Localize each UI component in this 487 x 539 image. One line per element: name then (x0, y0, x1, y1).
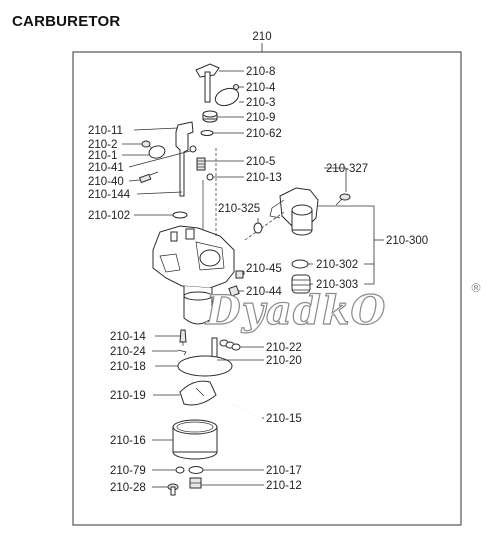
label-210-1: 210-1 (88, 150, 117, 162)
label-210-8: 210-8 (246, 66, 275, 78)
drain-screw-part (167, 483, 179, 496)
float-pin-part (233, 404, 263, 419)
label-210-13: 210-13 (246, 172, 282, 184)
label-210-18: 210-18 (110, 361, 146, 373)
label-210-17: 210-17 (266, 465, 302, 477)
label-210-11: 210-11 (88, 125, 123, 137)
bowl-gasket-part (177, 355, 233, 377)
label-210-22: 210-22 (266, 342, 302, 354)
screw-210-40-part (138, 171, 159, 184)
label-210-45: 210-45 (246, 263, 282, 275)
choke-shaft-part (175, 121, 194, 197)
primer-assembly-part (244, 187, 319, 241)
part-labels: 210-8 210-4 210-3 210-9 210-62 210-11 21… (88, 66, 428, 494)
spring-210-41-part (189, 145, 197, 153)
label-210-4: 210-4 (246, 82, 276, 94)
label-210-40: 210-40 (88, 176, 124, 188)
label-210-327: 210-327 (326, 163, 368, 175)
leader-lines (122, 70, 384, 488)
label-210-62: 210-62 (246, 128, 282, 140)
watermark: DyadkO ® (204, 281, 482, 335)
label-210-19: 210-19 (110, 390, 146, 402)
label-210-303: 210-303 (316, 279, 358, 291)
pilot-jet-part (196, 157, 206, 171)
label-210-20: 210-20 (266, 355, 302, 367)
label-210-79: 210-79 (110, 465, 146, 477)
label-210-28: 210-28 (110, 482, 146, 494)
washer-210-79-part (175, 466, 185, 474)
clip-part (177, 349, 187, 356)
gasket-part (253, 222, 263, 234)
seal-part (202, 110, 218, 123)
throttle-plate-part (214, 87, 240, 107)
washer-210-17-part (188, 466, 204, 474)
label-210-9: 210-9 (246, 112, 275, 124)
o-ring-210-13-part (206, 173, 214, 181)
label-210-300: 210-300 (386, 235, 428, 247)
label-210-2: 210-2 (88, 139, 117, 151)
throttle-lever-part (195, 63, 220, 103)
label-210-325: 210-325 (218, 203, 260, 215)
part-drawings (138, 63, 351, 496)
carburetor-body-part (152, 148, 235, 325)
label-210-12: 210-12 (266, 480, 302, 492)
label-210-5: 210-5 (246, 156, 275, 168)
spring-210-22-part (219, 339, 241, 351)
registered-mark: ® (470, 281, 482, 295)
screw-210-45-part (235, 270, 244, 279)
label-210-15: 210-15 (266, 413, 302, 425)
label-210-302: 210-302 (316, 259, 358, 271)
o-ring-210-302-part (291, 259, 309, 269)
diagram-frame (72, 51, 462, 526)
bowl-nut-part (189, 477, 202, 489)
washer-part (172, 211, 188, 219)
primer-bulb-part (291, 274, 311, 294)
float-part (179, 380, 217, 406)
label-210-44: 210-44 (246, 286, 282, 298)
screw-210-44-part (228, 285, 240, 297)
label-210-14: 210-14 (110, 331, 146, 343)
label-210-3: 210-3 (246, 97, 275, 109)
label-210-41: 210-41 (88, 162, 124, 174)
label-210-16: 210-16 (110, 435, 146, 447)
o-ring-part (200, 130, 214, 136)
screw-210-327-part (335, 193, 351, 206)
watermark-text: DyadkO (205, 287, 386, 334)
label-210-144: 210-144 (88, 189, 131, 201)
page-title: CARBURETOR (12, 13, 121, 30)
main-jet-part (211, 337, 218, 359)
assembly-number: 210 (252, 31, 271, 43)
label-210-102: 210-102 (88, 210, 130, 222)
float-bowl-part (172, 419, 218, 460)
choke-plate-part (148, 145, 166, 159)
needle-part (179, 329, 187, 346)
label-210-24: 210-24 (110, 346, 146, 358)
